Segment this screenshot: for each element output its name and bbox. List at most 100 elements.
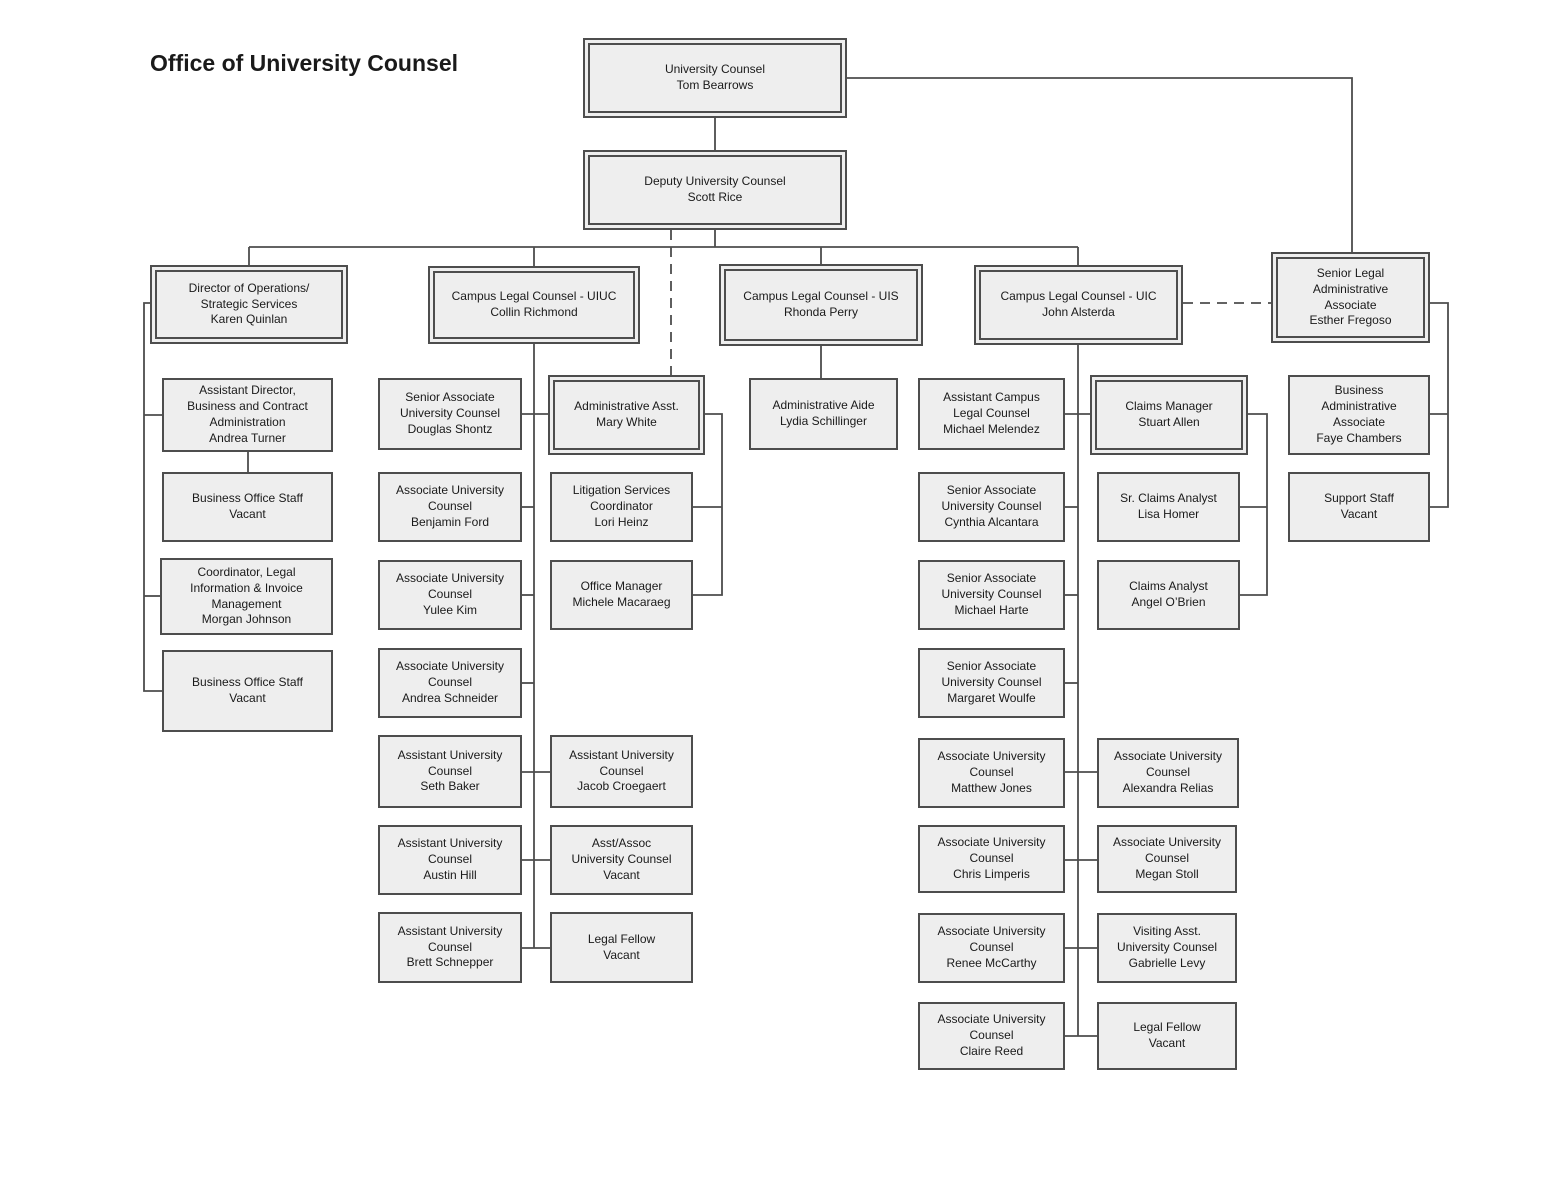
node-role-line: Senior Associate [946,571,1037,586]
node-role-line: Associate University [395,483,505,498]
node-role-line: Senior Associate [946,659,1037,674]
org-node-text: Assistant Director,Business and Contract… [164,383,331,446]
node-role-line: University Counsel [941,499,1042,514]
node-role-line: Claims Analyst [1129,579,1208,594]
node-role-line: Litigation Services [572,483,671,498]
node-person-name: Lori Heinz [594,514,649,529]
node-role-line: Counsel [969,1028,1014,1043]
node-person-name: Rhonda Perry [783,305,859,319]
node-role-line: Counsel [427,587,473,602]
org-node-inner-frame: Administrative Asst.Mary White [553,380,700,450]
node-role-line: Administrative Aide [772,398,875,413]
node-role-line: Counsel [427,675,473,690]
node-role-line: Strategic Services [200,296,298,311]
node-role-line: Counsel [427,939,473,954]
node-role-line: Deputy University Counsel [644,174,786,189]
node-person-name: Cynthia Alcantara [944,514,1039,529]
org-node-text: Administrative Asst.Mary White [555,399,698,431]
node-role-line: Campus Legal Counsel - UIUC [451,289,617,304]
node-role-line: Campus Legal Counsel - UIS [743,289,899,304]
node-role-line: Senior Associate [405,390,495,405]
node-person-name: Lydia Schillinger [780,414,867,428]
node-person-name: John Alsterda [1042,305,1115,319]
node-person-name: Mary White [596,415,657,429]
node-role-line: Associate [1324,297,1377,312]
node-person-name: Claire Reed [959,1043,1024,1058]
node-role-line: Administration [209,415,286,429]
node-person-name: Douglas Shontz [407,421,493,436]
node-role-line: Management [211,596,282,611]
node-person-name: Chris Limperis [953,866,1030,881]
node-person-name: Scott Rice [687,190,743,204]
org-node-text: Director of Operations/Strategic Service… [157,281,341,328]
node-role-line: Associate University [937,835,1046,850]
node-role-line: Assistant Campus [943,390,1040,405]
node-role-line: Counsel [599,763,644,778]
node-person-name: Faye Chambers [1316,430,1402,445]
node-person-name: Vacant [1148,1036,1186,1050]
node-person-name: Brett Schnepper [406,955,494,970]
node-person-name: Renee McCarthy [946,955,1037,970]
node-role-line: Counsel [969,765,1014,780]
node-person-name: Margaret Woulfe [947,690,1036,705]
org-node-inner-frame: Director of Operations/Strategic Service… [155,270,343,339]
node-role-line: Business [1334,383,1384,398]
node-role-line: Assistant Director, [199,383,296,398]
node-person-name: Austin Hill [423,867,477,882]
node-role-line: Business Office Staff [192,491,303,506]
node-person-name: Yulee Kim [422,602,478,617]
node-person-name: Seth Baker [420,779,480,794]
node-person-name: Michael Melendez [943,421,1040,436]
node-role-line: Associate University [1113,749,1223,764]
node-role-line: Director of Operations/ [188,280,310,295]
node-role-line: Associate University [937,1012,1046,1027]
node-role-line: Counsel [1145,765,1191,780]
node-role-line: Associate University [937,749,1046,764]
org-node-turner: Assistant Director,Business and Contract… [162,378,333,452]
